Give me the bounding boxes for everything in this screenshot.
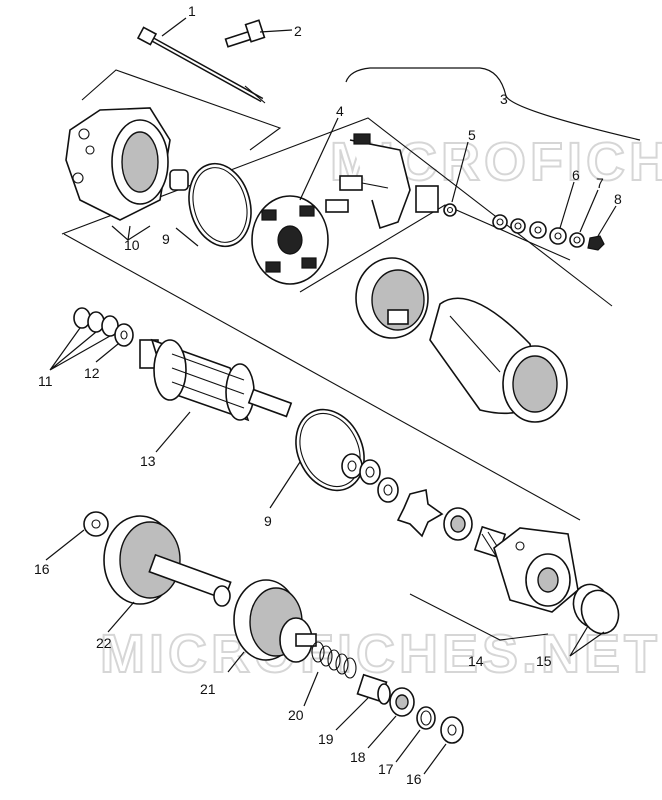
callout-1: 1 [188,3,196,19]
o-ring-top [188,162,252,248]
end-housing [493,527,579,613]
through-bolt [136,26,266,104]
spring [311,641,357,679]
callout-6: 6 [572,167,580,183]
bearing [443,507,473,541]
lock-plate [396,489,444,538]
callout-18: 18 [350,749,366,765]
callout-13: 13 [140,453,156,469]
short-bolt [224,19,266,48]
watermark-bottom: MICROFICHES.NET [100,624,661,684]
circlip-17 [416,706,436,730]
brush-plate [251,195,329,285]
callout-17: 17 [378,761,394,777]
leader-lines [45,17,641,775]
callout-21: 21 [200,681,216,697]
washer-12 [114,323,134,347]
collar [356,673,391,705]
callout-12: 12 [84,365,100,381]
callout-3: 3 [500,91,508,107]
callout-22: 22 [96,635,112,651]
washer-nut-stack [492,214,605,251]
overrunning-clutch [233,579,317,663]
brush-holder [325,133,439,230]
callout-11: 11 [38,373,53,389]
small-washer [443,203,457,217]
planetary-gear-shaft [103,515,232,607]
rear-bracket-ring [355,257,429,339]
callout-9-top: 9 [162,231,170,247]
o-ring-middle [295,408,365,492]
thrust-washers [73,307,119,337]
callout-5: 5 [468,127,476,143]
armature [139,338,293,422]
washer-16-bottom [440,716,464,744]
callout-20: 20 [288,707,304,723]
callout-15: 15 [536,653,552,669]
callout-19: 19 [318,731,334,747]
callout-4: 4 [336,103,344,119]
callout-16-top: 16 [34,561,50,577]
o-rings-15 [572,583,620,635]
callout-2: 2 [294,23,302,39]
callout-9-middle: 9 [264,513,272,529]
callout-8: 8 [614,191,622,207]
callout-10: 10 [124,237,140,253]
callout-14: 14 [468,653,484,669]
yoke-housing [429,297,568,423]
middle-washers [341,453,399,503]
callout-7: 7 [596,175,604,191]
washer-16-top [83,511,109,537]
callout-16-bottom: 16 [406,771,422,787]
front-housing [65,107,189,221]
